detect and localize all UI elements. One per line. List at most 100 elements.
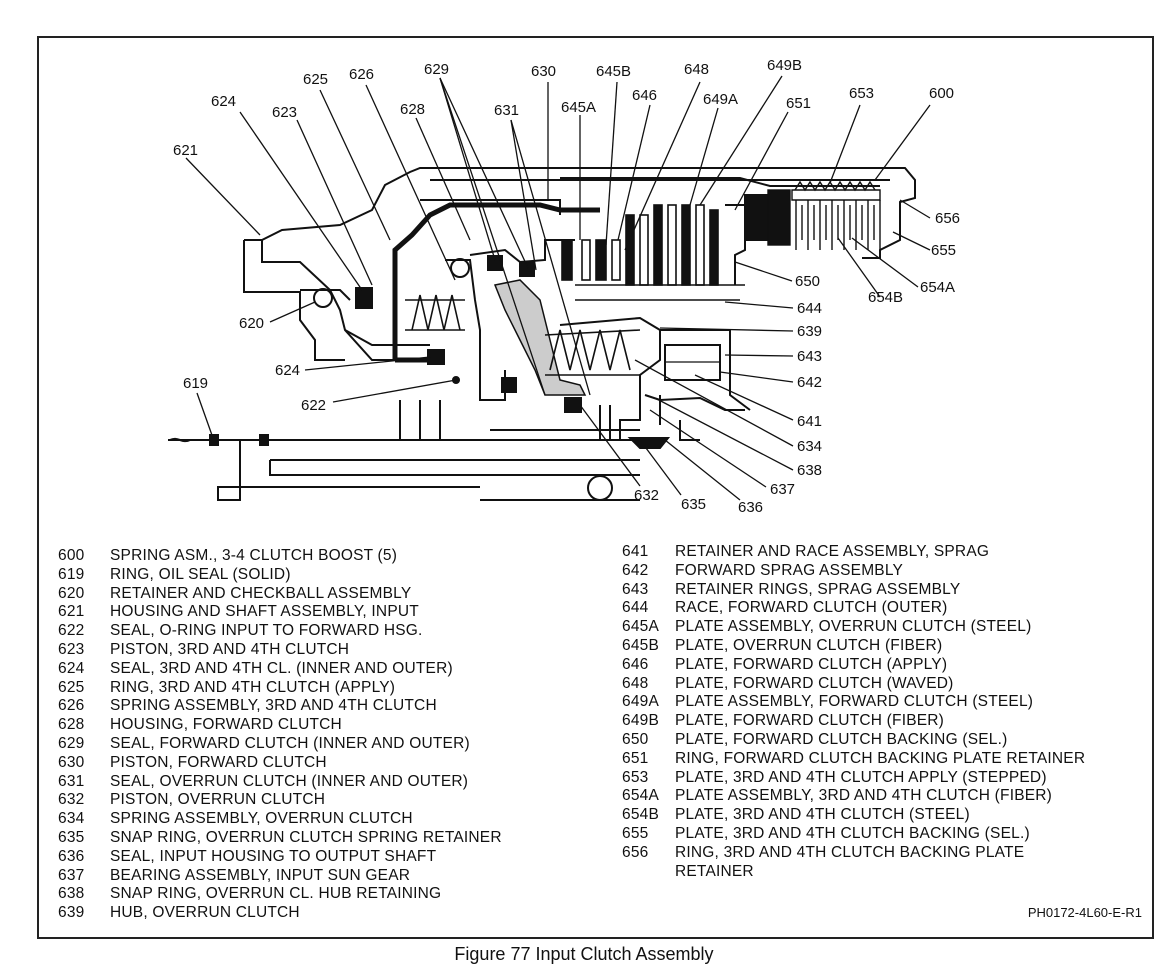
legend-part-description: PLATE ASSEMBLY, OVERRUN CLUTCH (STEEL) [675, 618, 1032, 636]
legend-part-description: BEARING ASSEMBLY, INPUT SUN GEAR [110, 866, 411, 884]
legend-part-number: 634 [58, 810, 85, 828]
legend-part-number: 651 [622, 749, 649, 767]
legend-part-description: RING, FORWARD CLUTCH BACKING PLATE RETAI… [675, 749, 1086, 767]
callout-641: 641 [797, 413, 822, 430]
legend-part-description: SNAP RING, OVERRUN CLUTCH SPRING RETAINE… [110, 828, 502, 846]
legend-part-description: PLATE, 3RD AND 4TH CLUTCH BACKING (SEL.) [675, 824, 1030, 842]
callout-636: 636 [738, 499, 763, 516]
legend-row: 630 PISTON, FORWARD CLUTCH [58, 754, 502, 773]
callout-625: 625 [303, 71, 328, 88]
legend-row: 623 PISTON, 3RD AND 4TH CLUTCH [58, 641, 502, 660]
callout-653: 653 [849, 85, 874, 102]
callout-644: 644 [797, 300, 822, 317]
callout-629: 629 [424, 61, 449, 78]
legend-part-description: RETAINER RINGS, SPRAG ASSEMBLY [675, 580, 961, 598]
legend-part-number: 654B [622, 806, 659, 824]
legend-part-number: 619 [58, 565, 85, 583]
legend-part-description: RING, OIL SEAL (SOLID) [110, 565, 291, 583]
legend-part-number: 600 [58, 547, 85, 564]
callout-637: 637 [770, 481, 795, 498]
callout-645a: 645A [561, 99, 596, 116]
callout-624-top: 624 [211, 93, 236, 110]
legend-part-description: PLATE ASSEMBLY, 3RD AND 4TH CLUTCH (FIBE… [675, 787, 1053, 805]
legend-part-number: 623 [58, 640, 85, 658]
legend-part-number: 653 [622, 768, 649, 786]
callout-648: 648 [684, 61, 709, 78]
legend-part-description: SEAL, O-RING INPUT TO FORWARD HSG. [110, 622, 423, 640]
legend-part-description: PISTON, 3RD AND 4TH CLUTCH [110, 640, 350, 658]
legend-row: 649A PLATE ASSEMBLY, FORWARD CLUTCH (STEE… [622, 693, 1085, 712]
legend-part-description: RING, 3RD AND 4TH CLUTCH BACKING PLATE [675, 843, 1025, 861]
legend-part-number: 622 [58, 622, 85, 640]
legend-part-number: 644 [622, 599, 649, 617]
leader-lines [185, 75, 931, 501]
callout-621: 621 [173, 142, 198, 159]
legend-part-description: SNAP RING, OVERRUN CL. HUB RETAINING [110, 885, 442, 903]
legend-part-description: PLATE ASSEMBLY, FORWARD CLUTCH (STEEL) [675, 693, 1034, 711]
legend-part-description: RING, 3RD AND 4TH CLUTCH (APPLY) [110, 678, 396, 696]
legend-part-number: 631 [58, 772, 85, 790]
callout-620: 620 [239, 315, 264, 332]
legend-part-number: 649A [622, 693, 659, 711]
legend-row: 654A PLATE ASSEMBLY, 3RD AND 4TH CLUTCH (… [622, 787, 1085, 806]
legend-part-description: PLATE, FORWARD CLUTCH (FIBER) [675, 712, 945, 730]
legend-part-description: RETAINER [675, 862, 754, 880]
legend-part-number: 626 [58, 697, 85, 715]
legend-part-description: RETAINER AND CHECKBALL ASSEMBLY [110, 584, 412, 602]
legend-part-number: 645B [622, 636, 659, 654]
legend-part-number: 624 [58, 659, 85, 677]
callout-649b: 649B [767, 57, 802, 74]
legend-part-description: SEAL, OVERRUN CLUTCH (INNER AND OUTER) [110, 772, 469, 790]
callout-634: 634 [797, 438, 822, 455]
legend-part-description: PISTON, FORWARD CLUTCH [110, 753, 327, 771]
legend-part-number: 638 [58, 885, 85, 903]
callout-619: 619 [183, 375, 208, 392]
legend-part-number: 648 [622, 674, 649, 692]
legend-row: 650 PLATE, FORWARD CLUTCH BACKING (SEL.) [622, 731, 1085, 750]
legend-part-number: 654A [622, 787, 659, 805]
callout-651: 651 [786, 95, 811, 112]
legend-part-number: 650 [622, 730, 649, 748]
legend-part-number: 637 [58, 866, 85, 884]
legend-part-number: 628 [58, 716, 85, 734]
legend-part-description: PISTON, OVERRUN CLUTCH [110, 791, 326, 809]
legend-row: 638 SNAP RING, OVERRUN CL. HUB RETAINING [58, 885, 502, 904]
legend-part-number: 630 [58, 753, 85, 771]
legend-part-description: PLATE, FORWARD CLUTCH BACKING (SEL.) [675, 730, 1008, 748]
legend-part-description: PLATE, FORWARD CLUTCH (APPLY) [675, 655, 948, 673]
legend-part-number: 625 [58, 678, 85, 696]
callout-646: 646 [632, 87, 657, 104]
figure-caption: Figure 77 Input Clutch Assembly [454, 944, 714, 964]
callout-630: 630 [531, 63, 556, 80]
legend-row: 625 RING, 3RD AND 4TH CLUTCH (APPLY) [58, 679, 502, 698]
legend-row: 619 RING, OIL SEAL (SOLID) [58, 566, 502, 585]
callout-655: 655 [931, 242, 956, 259]
callout-645b: 645B [596, 63, 631, 80]
legend-part-description: RETAINER AND RACE ASSEMBLY, SPRAG [675, 543, 990, 560]
callout-643: 643 [797, 348, 822, 365]
legend-row: 654B PLATE, 3RD AND 4TH CLUTCH (STEEL) [622, 806, 1085, 825]
legend-row: RETAINER [622, 863, 1085, 882]
legend-part-description: SEAL, FORWARD CLUTCH (INNER AND OUTER) [110, 734, 470, 752]
callout-labels: 624 625 626 629 628 623 621 630 645B 648… [173, 57, 960, 516]
legend-part-number: 642 [622, 561, 649, 579]
legend-part-description: PLATE, 3RD AND 4TH CLUTCH (STEEL) [675, 806, 970, 824]
legend-row: 651 RING, FORWARD CLUTCH BACKING PLATE RE… [622, 750, 1085, 769]
legend-part-number: 641 [622, 543, 649, 560]
legend-part-description: PLATE, 3RD AND 4TH CLUTCH APPLY (STEPPED… [675, 768, 1047, 786]
